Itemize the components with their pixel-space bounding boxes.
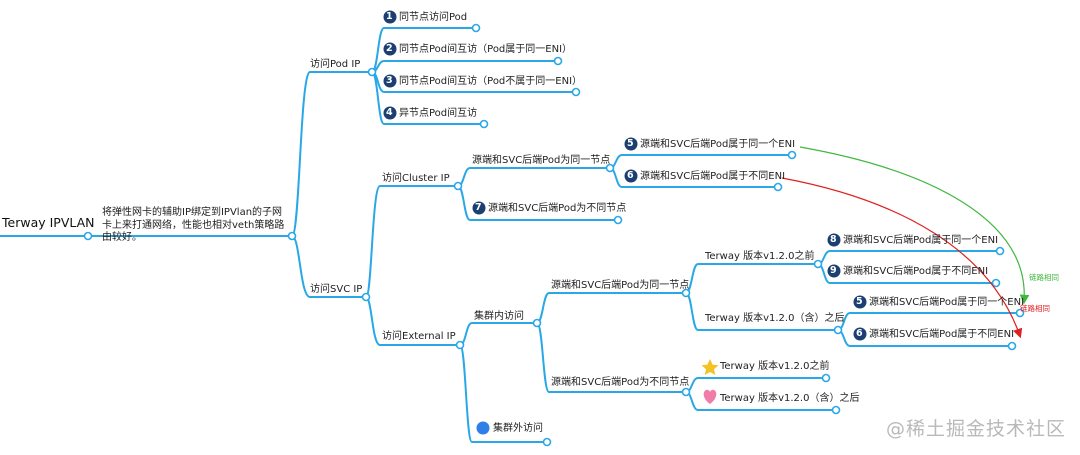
node-diff-after[interactable]: Terway 版本v1.2.0（含）之后 <box>720 393 860 404</box>
node-ext-same-node[interactable]: 源端和SVC后端Pod为同一节点 <box>551 280 690 291</box>
annotation-same-link-green: 链路相同 <box>1029 273 1059 282</box>
badge-9: 9 <box>830 265 837 276</box>
branch-toggle-nodes <box>83 23 1025 447</box>
node-after-v120[interactable]: Terway 版本v1.2.0（含）之后 <box>705 313 845 324</box>
node-p4[interactable]: 异节点Pod间互访 <box>399 108 478 119</box>
node-in-cluster[interactable]: 集群内访问 <box>474 311 524 322</box>
node-ext-diff-node[interactable]: 源端和SVC后端Pod为不同节点 <box>551 377 690 388</box>
node-external-ip[interactable]: 访问External IP <box>382 331 456 342</box>
node-pod-ip[interactable]: 访问Pod IP <box>310 59 361 70</box>
badge-8: 8 <box>830 234 837 245</box>
node-cluster-same-node[interactable]: 源端和SVC后端Pod为同一节点 <box>472 155 611 166</box>
node-c5[interactable]: 源端和SVC后端Pod属于同一个ENI <box>640 139 796 150</box>
node-diff-before[interactable]: Terway 版本v1.2.0之前 <box>720 361 830 372</box>
node-p3[interactable]: 同节点Pod间互访（Pod不属于同一ENI） <box>399 76 583 87</box>
heart-icon <box>703 389 717 404</box>
node-e6[interactable]: 源端和SVC后端Pod属于不同ENI <box>869 329 1015 340</box>
star-icon <box>701 359 719 375</box>
node-c7[interactable]: 源端和SVC后端Pod为不同节点 <box>488 203 627 214</box>
annotation-same-link-red: 链路相同 <box>1020 304 1050 313</box>
watermark: @稀土掘金技术社区 <box>885 418 1066 440</box>
badge-6-external: 6 <box>856 328 863 339</box>
badge-5-external: 5 <box>856 296 863 307</box>
node-cluster-ip[interactable]: 访问Cluster IP <box>382 173 450 184</box>
node-e8[interactable]: 源端和SVC后端Pod属于同一个ENI <box>843 235 999 246</box>
number-badges <box>383 10 867 341</box>
badge-5: 5 <box>627 138 634 149</box>
node-svc-ip[interactable]: 访问SVC IP <box>310 284 363 295</box>
node-out-cluster[interactable]: 集群外访问 <box>493 423 543 434</box>
same-link-arrow-red <box>781 177 1023 339</box>
badge-2: 2 <box>386 43 393 54</box>
same-link-arrow-green <box>799 146 1030 305</box>
badge-1: 1 <box>386 11 393 22</box>
badge-7: 7 <box>475 202 482 213</box>
root-node[interactable]: Terway IPVLAN <box>2 215 95 230</box>
node-before-v120[interactable]: Terway 版本v1.2.0之前 <box>705 251 815 262</box>
node-e9[interactable]: 源端和SVC后端Pod属于不同ENI <box>843 266 989 277</box>
blue-dot-icon <box>476 421 490 435</box>
node-p1[interactable]: 同节点访问Pod <box>399 12 468 23</box>
node-e5[interactable]: 源端和SVC后端Pod属于同一个ENI <box>869 297 1025 308</box>
badge-4: 4 <box>386 107 393 118</box>
node-c6[interactable]: 源端和SVC后端Pod属于不同ENI <box>640 171 786 182</box>
root-description: 将弹性网卡的辅助IP绑定到IPVlan的子网卡上来打通网络，性能也相对veth策… <box>102 207 285 243</box>
node-p2[interactable]: 同节点Pod间互访（Pod属于同一ENI） <box>399 44 573 55</box>
badge-6: 6 <box>627 170 634 181</box>
badge-3: 3 <box>386 75 393 86</box>
